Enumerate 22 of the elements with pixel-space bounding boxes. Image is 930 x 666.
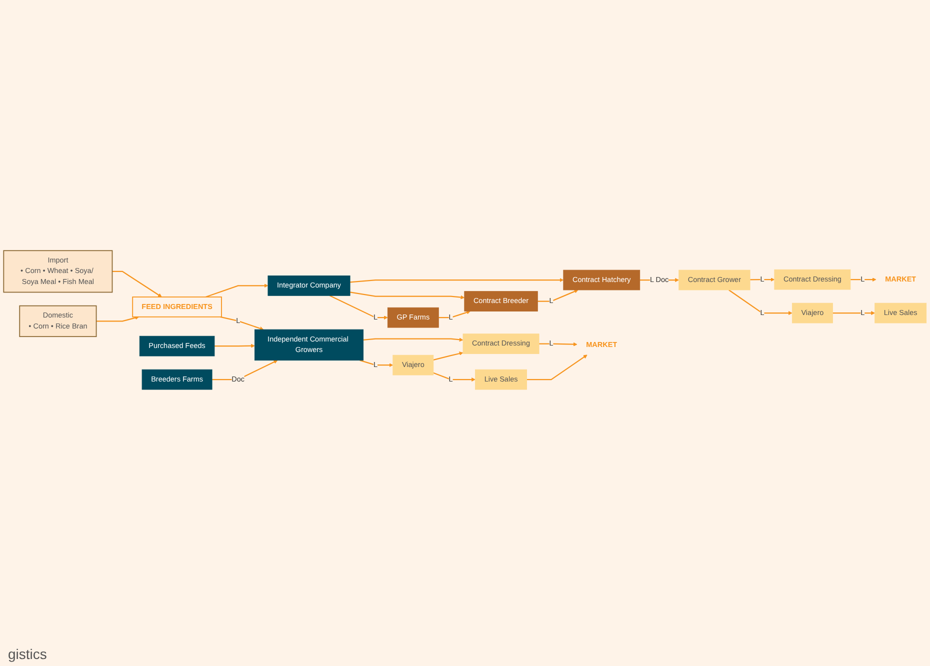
- arrow: [539, 342, 578, 346]
- arrow: [212, 360, 278, 380]
- arrow: [96, 316, 140, 322]
- arrow: [360, 360, 394, 367]
- arrow: [832, 311, 876, 315]
- arrow: [526, 354, 588, 380]
- arrow: [112, 270, 162, 298]
- arrow: [728, 289, 792, 315]
- arrow: [438, 310, 471, 318]
- note-text: gistics: [8, 646, 47, 662]
- arrow: [850, 278, 876, 282]
- arrow: [330, 295, 388, 320]
- arrow: [205, 284, 268, 298]
- arrow: [214, 344, 255, 348]
- arrow: [350, 292, 465, 300]
- arrow: [433, 352, 464, 360]
- arrow: [750, 278, 775, 282]
- arrow: [538, 289, 578, 302]
- arrow: [433, 372, 476, 382]
- arrow: [363, 338, 464, 342]
- arrow: [220, 316, 264, 330]
- arrow: [350, 278, 564, 283]
